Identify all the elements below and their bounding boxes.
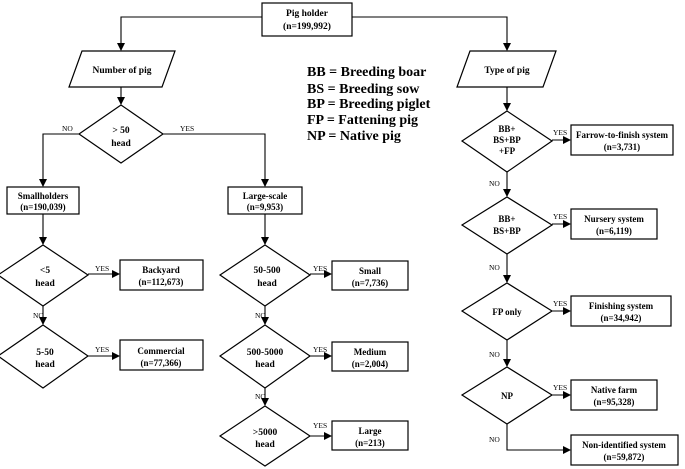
yes-label: YES [95, 264, 109, 273]
connector-lines [39, 16, 571, 454]
commercial-node: Commercial (n=77,366) [119, 339, 204, 371]
svg-text:(n=77,366): (n=77,366) [141, 358, 182, 368]
no-label: NO [489, 263, 500, 272]
no-label: NO [255, 392, 266, 401]
yes-label: YES [553, 299, 567, 308]
largescale-node: Large-scale (n=9,953) [227, 186, 303, 215]
decision-farrow-to-finish: BB+ BS+BP +FP YES NO [460, 110, 567, 188]
backyard-node: Backyard (n=112,673) [119, 259, 204, 291]
svg-text:NP: NP [501, 391, 513, 401]
no-label: NO [33, 311, 44, 320]
svg-text:Medium: Medium [354, 347, 387, 357]
legend-item: FP = Fattening pig [307, 113, 418, 128]
svg-text:Non-identified system: Non-identified system [582, 440, 666, 450]
svg-text:Smallholders: Smallholders [18, 191, 69, 201]
svg-text:(n=6,119): (n=6,119) [596, 226, 632, 236]
svg-text:(n=190,039): (n=190,039) [20, 202, 65, 212]
svg-text:(n=95,328): (n=95,328) [594, 397, 635, 407]
root-node: Pig holder (n=199,992) [261, 2, 353, 37]
svg-text:Farrow-to-finish system: Farrow-to-finish system [576, 130, 669, 140]
legend-item: BP = Breeding piglet [307, 97, 431, 112]
yes-label: YES [313, 264, 327, 273]
svg-text:head: head [111, 139, 131, 149]
no-label: NO [255, 311, 266, 320]
nonid-node: Non-identified system (n=59,872) [570, 434, 679, 466]
svg-text:>5000: >5000 [253, 428, 278, 438]
svg-text:Large: Large [359, 426, 382, 436]
svg-text:(n=9,953): (n=9,953) [247, 202, 283, 212]
svg-text:FP only: FP only [492, 307, 522, 317]
root-title: Pig holder [286, 9, 329, 19]
type-of-pig-node: Type of pig [456, 50, 557, 88]
finishing-node: Finishing system (n=34,942) [570, 295, 672, 327]
decision-50-500: 50-500 head YES NO [218, 244, 327, 320]
decision-over-50: > 50 head NO YES [62, 104, 194, 164]
decision-fp-only: FP only YES NO [460, 282, 567, 359]
small-node: Small (n=7,736) [331, 260, 409, 291]
smallholders-node: Smallholders (n=190,039) [6, 186, 80, 215]
number-of-pig-node: Number of pig [68, 50, 176, 88]
svg-text:(n=112,673): (n=112,673) [139, 277, 184, 287]
number-of-pig-label: Number of pig [93, 66, 152, 76]
decision-nursery: BB+ BS+BP YES NO [460, 196, 567, 272]
svg-text:(n=3,731): (n=3,731) [604, 142, 640, 152]
svg-text:500-5000: 500-5000 [247, 348, 284, 358]
svg-text:Finishing system: Finishing system [589, 301, 654, 311]
svg-text:+FP: +FP [499, 146, 516, 156]
legend-item: BB = Breeding boar [307, 65, 426, 80]
legend: BB = Breeding boar BS = Breeding sow BP … [307, 65, 431, 144]
svg-text:Backyard: Backyard [142, 265, 180, 275]
decision-over-5000: >5000 head YES [218, 405, 327, 467]
yes-label: YES [553, 383, 567, 392]
svg-text:BS+BP: BS+BP [493, 135, 521, 145]
svg-text:head: head [35, 279, 55, 289]
svg-text:(n=2,004): (n=2,004) [352, 359, 388, 369]
svg-text:(n=213): (n=213) [355, 438, 385, 448]
svg-text:<5: <5 [40, 266, 50, 276]
decision-np: NP YES NO [460, 366, 567, 444]
svg-text:head: head [257, 279, 277, 289]
svg-text:(n=59,872): (n=59,872) [604, 452, 645, 462]
svg-text:Large-scale: Large-scale [243, 191, 287, 201]
svg-text:BB+: BB+ [498, 214, 515, 224]
svg-text:head: head [35, 360, 55, 370]
yes-label: YES [553, 212, 567, 221]
svg-text:50-500: 50-500 [254, 266, 281, 276]
decision-500-5000: 500-5000 head YES NO [218, 324, 327, 401]
no-label: NO [489, 179, 500, 188]
nursery-node: Nursery system (n=6,119) [570, 208, 658, 240]
large-node: Large (n=213) [331, 420, 409, 451]
root-count: (n=199,992) [283, 21, 331, 32]
no-label: NO [62, 124, 73, 133]
no-label: NO [489, 350, 500, 359]
yes-label: YES [180, 124, 194, 133]
yes-label: YES [313, 345, 327, 354]
svg-text:BB+: BB+ [498, 124, 515, 134]
no-label: NO [489, 435, 500, 444]
legend-item: BS = Breeding sow [307, 82, 420, 97]
native-node: Native farm (n=95,328) [570, 379, 658, 411]
type-of-pig-label: Type of pig [484, 66, 529, 76]
ftf-node: Farrow-to-finish system (n=3,731) [570, 124, 674, 156]
yes-label: YES [313, 421, 327, 430]
svg-text:head: head [255, 360, 275, 370]
svg-text:5-50: 5-50 [36, 348, 54, 358]
decision-under-5: <5 head YES NO [0, 244, 109, 320]
yes-label: YES [95, 345, 109, 354]
svg-text:(n=34,942): (n=34,942) [601, 313, 642, 323]
svg-text:(n=7,736): (n=7,736) [352, 278, 388, 288]
legend-item: NP = Native pig [307, 129, 401, 144]
medium-node: Medium (n=2,004) [331, 341, 409, 372]
svg-text:Small: Small [359, 266, 382, 276]
decision-5-50: 5-50 head YES [0, 324, 109, 389]
svg-text:Nursery system: Nursery system [584, 214, 644, 224]
svg-text:BS+BP: BS+BP [493, 226, 521, 236]
yes-label: YES [553, 128, 567, 137]
svg-text:> 50: > 50 [112, 126, 130, 136]
svg-text:head: head [255, 440, 275, 450]
svg-text:Commercial: Commercial [137, 346, 185, 356]
svg-text:Native farm: Native farm [591, 385, 638, 395]
